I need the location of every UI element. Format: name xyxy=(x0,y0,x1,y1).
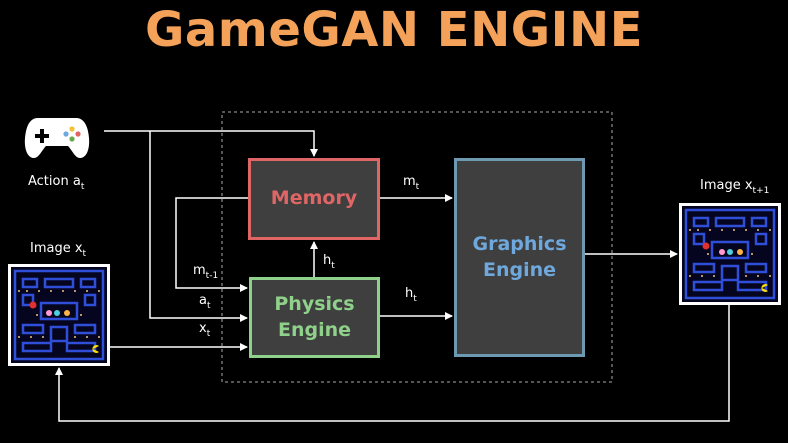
engine-container xyxy=(221,111,613,383)
graphics-engine-block: Graphics Engine xyxy=(454,158,585,357)
physics-block-label-line1: Physics xyxy=(274,292,355,315)
output-game-frame xyxy=(679,203,781,305)
physics-block-label-line2: Engine xyxy=(277,318,351,341)
input-game-frame xyxy=(8,264,110,366)
physics-engine-block: Physics Engine xyxy=(249,277,380,358)
pacman-maze-icon xyxy=(682,206,778,302)
h-t-up-label: ht xyxy=(323,253,335,271)
output-feedback-arrow xyxy=(55,305,730,422)
image-in-label: Image xt xyxy=(30,241,87,259)
image-out-label: Image xt+1 xyxy=(700,178,770,196)
memory-feedback-arrow xyxy=(175,197,248,292)
h-t-label: ht xyxy=(405,286,417,304)
x-t-label: xt xyxy=(199,321,211,339)
action-to-memory-arrow xyxy=(104,130,318,157)
memory-block: Memory xyxy=(248,158,380,240)
m-t-label: mt xyxy=(403,174,420,192)
page-title: GameGAN ENGINE xyxy=(145,2,643,58)
gamepad-icon xyxy=(24,118,90,158)
memory-block-label: Memory xyxy=(270,187,358,210)
a-t-label: at xyxy=(199,293,211,311)
m-prev-label: mt-1 xyxy=(193,263,219,281)
graphics-block-label-line2: Engine xyxy=(482,258,557,281)
action-label: Action at xyxy=(28,174,85,192)
pacman-maze-icon xyxy=(11,267,107,363)
graphics-block-label-line1: Graphics xyxy=(472,232,567,255)
action-to-physics-arrow xyxy=(149,131,248,322)
